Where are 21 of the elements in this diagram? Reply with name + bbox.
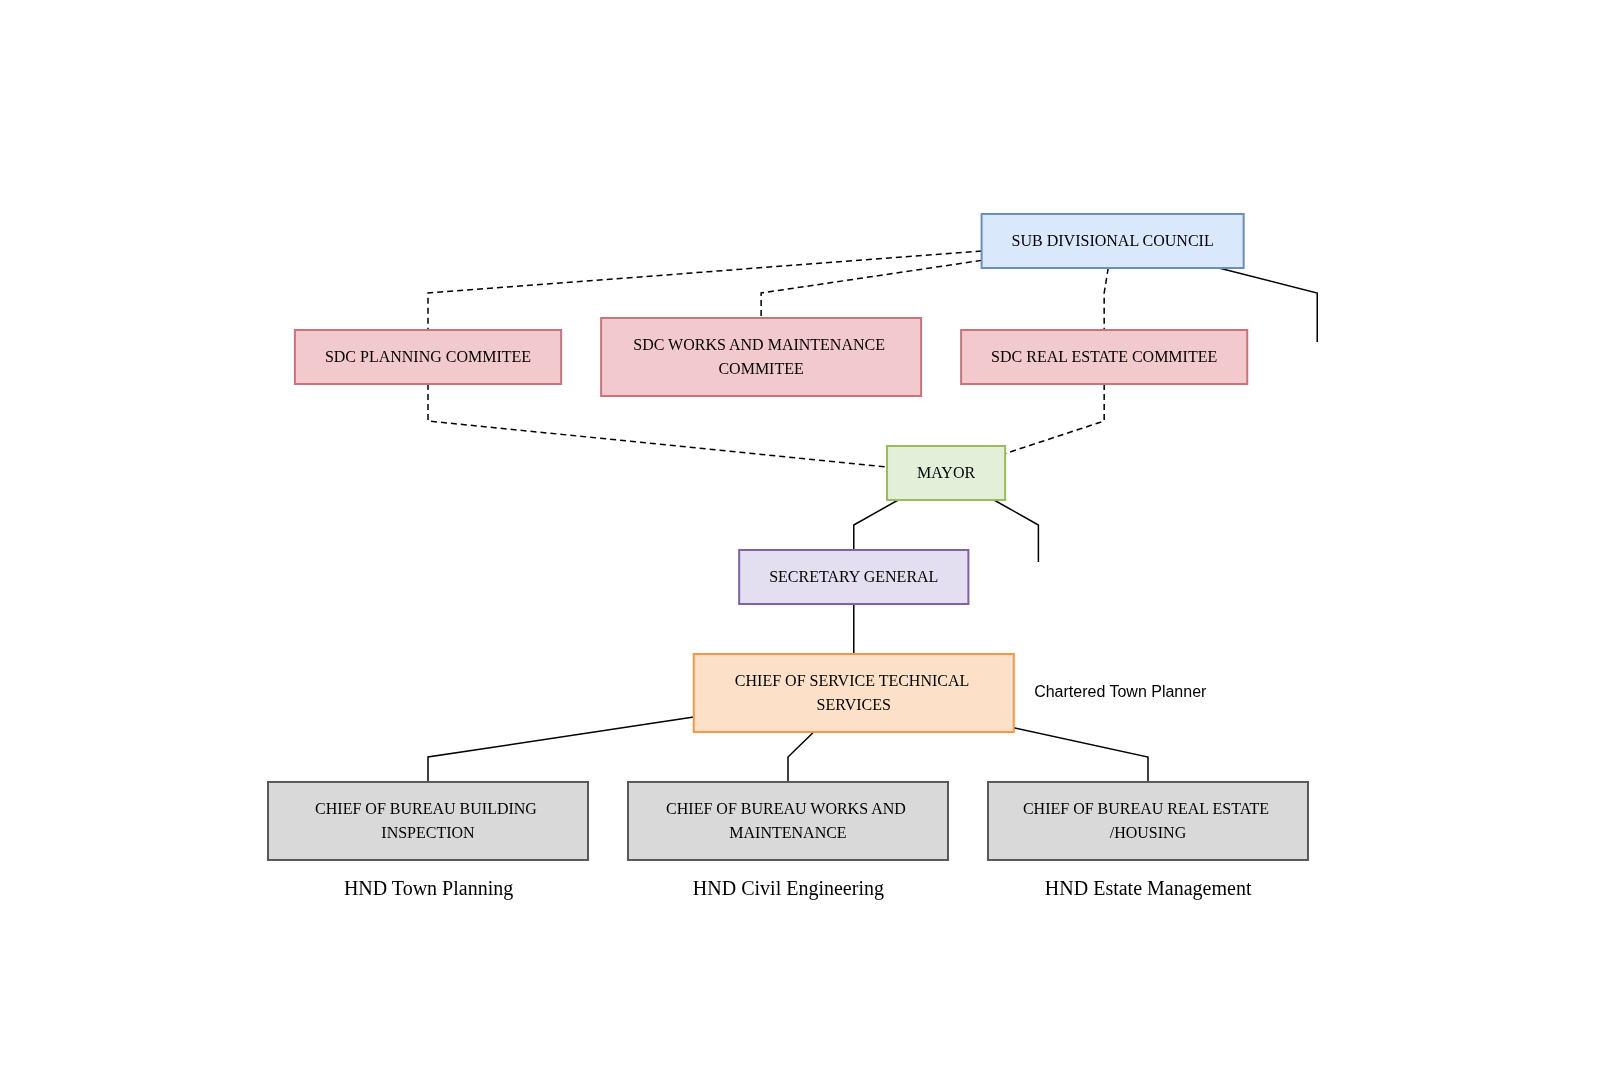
node-box: SECRETARY GENERAL <box>738 548 970 605</box>
qualification-note: HND Civil Engineering <box>692 877 884 901</box>
connector <box>1103 266 1110 331</box>
qualification-note: Chartered Town Planner <box>1034 683 1207 702</box>
node-box: MAYOR <box>886 444 1007 501</box>
node-box: CHIEF OF BUREAU BUILDING INSPECTION <box>267 780 590 861</box>
connector <box>1013 726 1150 783</box>
node-box: SUB DIVISIONAL COUNCIL <box>981 212 1246 269</box>
connector <box>853 498 900 551</box>
node-box: CHIEF OF SERVICE TECHNICAL SERVICES <box>693 652 1016 733</box>
connector <box>787 730 815 783</box>
qualification-note: HND Estate Management <box>1044 877 1252 901</box>
node-box: CHIEF OF BUREAU REAL ESTATE /HOUSING <box>987 780 1310 861</box>
node-box: SDC REAL ESTATE COMMITEE <box>960 328 1249 385</box>
node-box: CHIEF OF BUREAU WORKS AND MAINTENANCE <box>627 780 950 861</box>
node-box: SDC WORKS AND MAINTENANCE COMMITEE <box>600 316 923 397</box>
connector <box>993 498 1040 563</box>
connector <box>853 602 855 655</box>
connector <box>427 715 695 783</box>
node-box: SDC PLANNING COMMITEE <box>294 328 563 385</box>
qualification-note: HND Town Planning <box>343 877 514 901</box>
